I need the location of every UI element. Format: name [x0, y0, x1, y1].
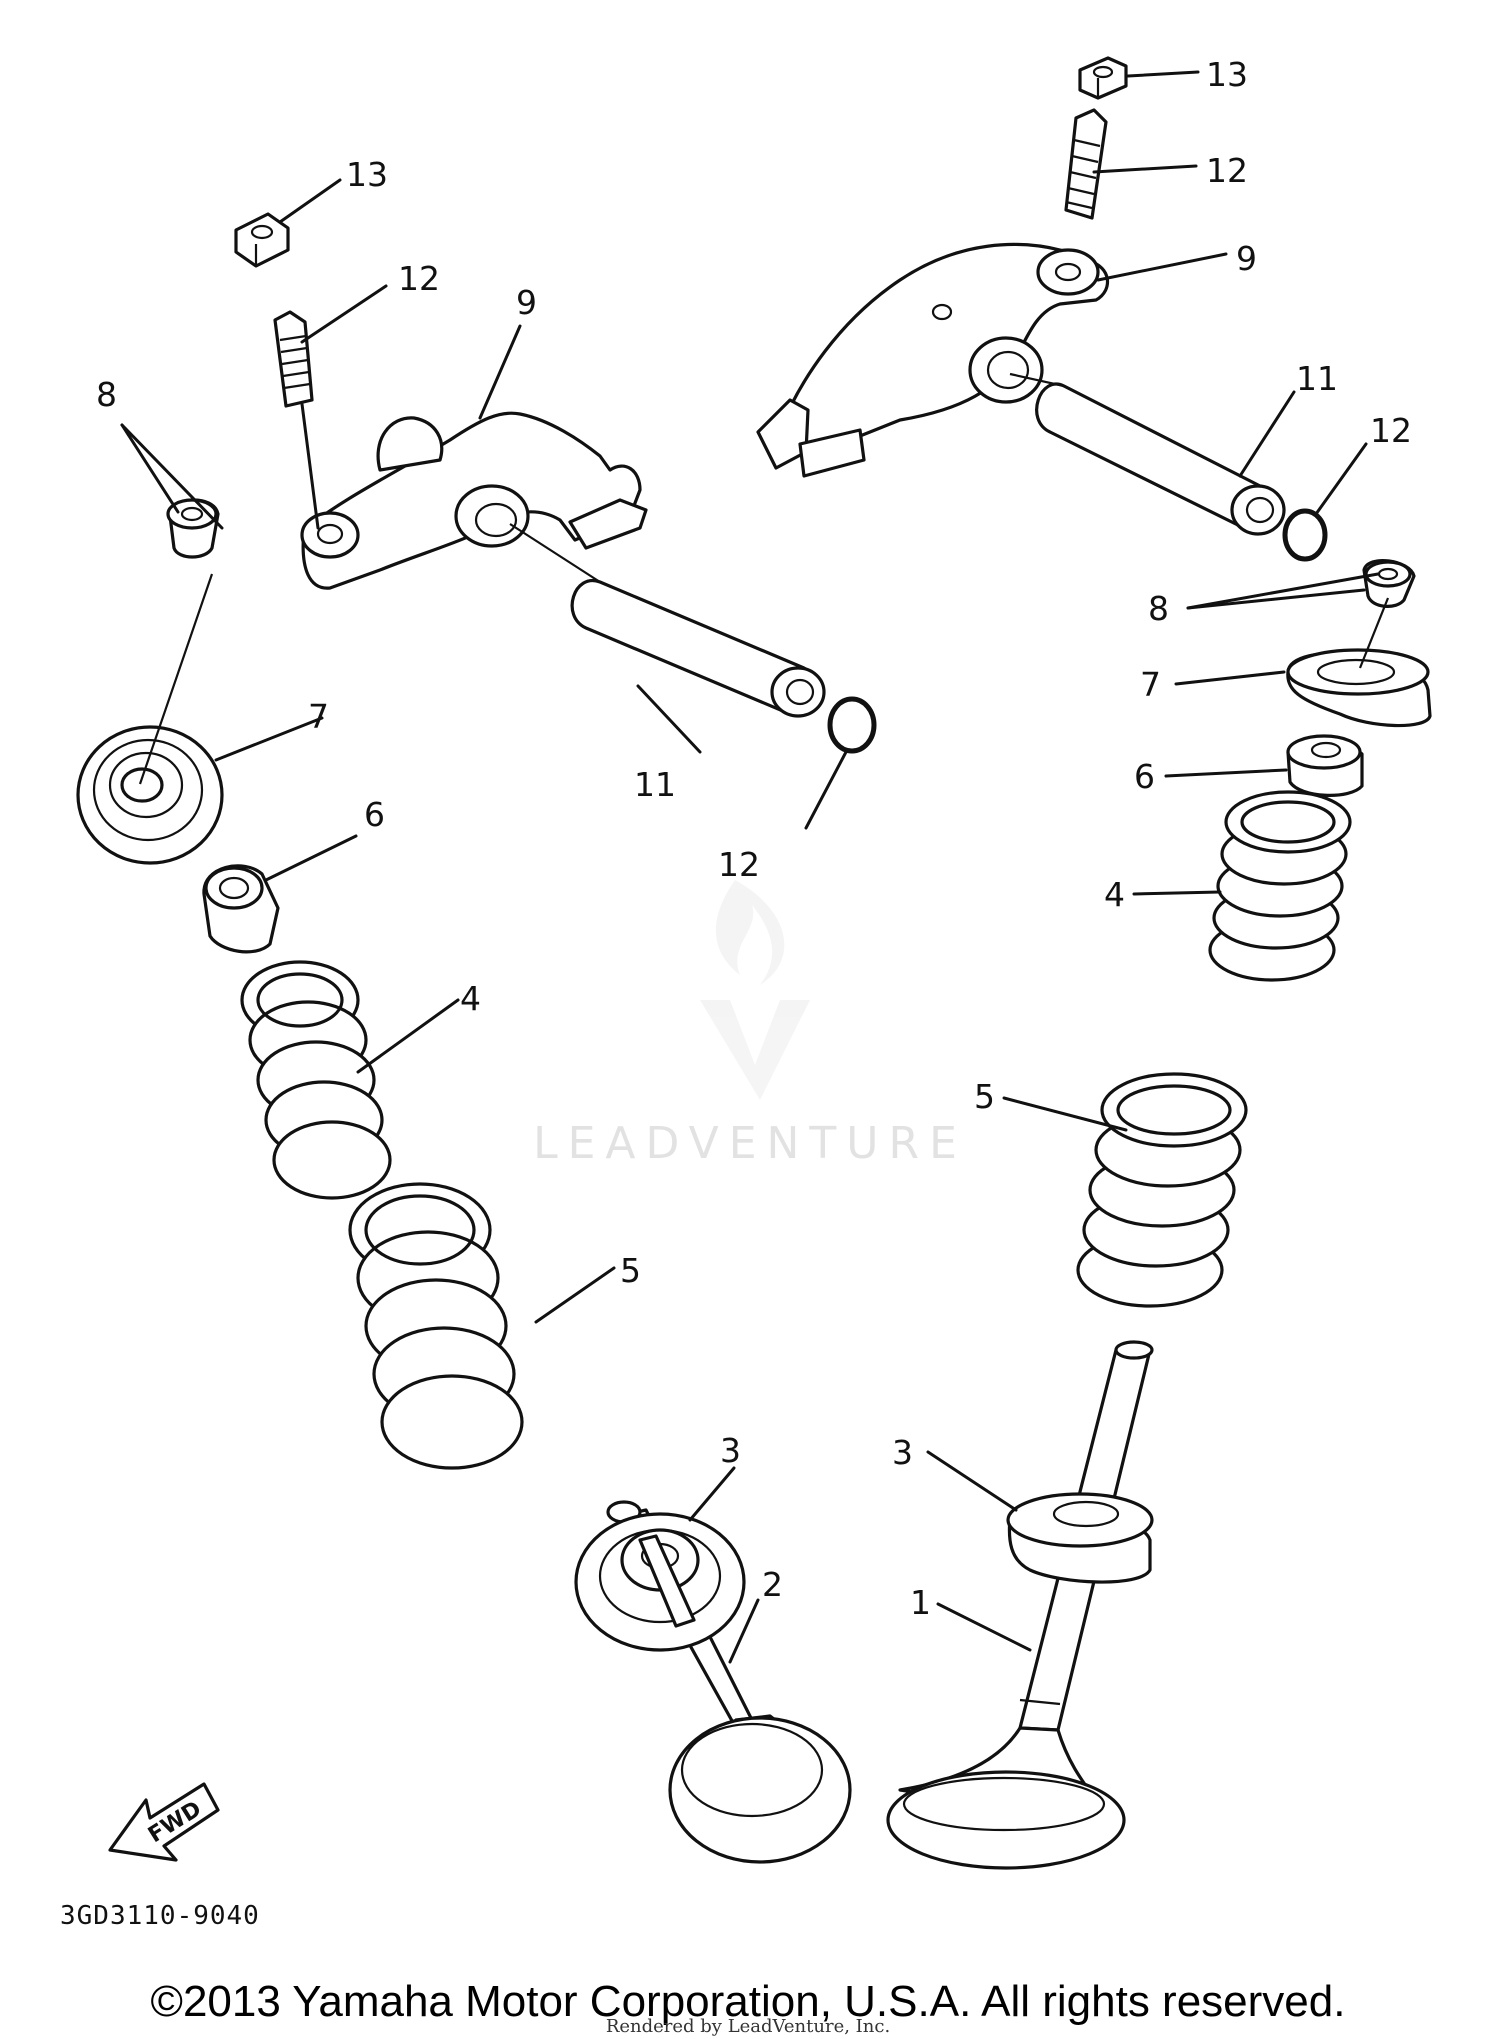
leader-lines: [120, 70, 1380, 1664]
rendered-by-note: Rendered by LeadVenture, Inc.: [606, 2016, 890, 2037]
callout-11: 12: [1370, 411, 1412, 450]
callout-8: 8: [96, 375, 117, 414]
callout-12: 12: [398, 259, 440, 298]
watermark-text: LEADVENTURE: [533, 1118, 967, 1169]
callout-4: 4: [1104, 875, 1125, 914]
callout-6: 6: [1134, 757, 1155, 796]
nut-left: [234, 212, 290, 268]
callout-11: 12: [718, 845, 760, 884]
copyright-notice: ©2013 Yamaha Motor Corporation, U.S.A. A…: [151, 1977, 1346, 2026]
outer-valve-spring-right: [1076, 1072, 1248, 1308]
spring-retainer-right: [1286, 597, 1432, 728]
inner-valve-spring-left: [240, 960, 392, 1200]
o-ring-right: [1282, 508, 1328, 562]
watermark-logo: [700, 880, 810, 1100]
callout-4: 4: [460, 979, 481, 1018]
callout-13: 13: [346, 155, 388, 194]
adjusting-screw-right: [1064, 108, 1108, 220]
drawing-code: 3GD3110-9040: [60, 1901, 260, 1931]
inner-valve-spring-right: [1208, 790, 1352, 982]
valve-stem-seal-right: [1286, 734, 1364, 797]
o-ring-left: [827, 696, 877, 754]
callout-13: 13: [1206, 55, 1248, 94]
callout-9: 9: [1236, 239, 1257, 278]
callout-1: 1: [910, 1583, 931, 1622]
callout-8: 8: [1148, 589, 1169, 628]
callout-3: 3: [720, 1431, 741, 1470]
rocker-shaft-left: [509, 523, 826, 718]
rocker-shaft-right: [1009, 372, 1286, 536]
callouts: 13 12 9 8 7 6 4 5 11 12 3 2 13 12 9 11 1…: [96, 55, 1412, 1622]
callout-5: 5: [974, 1077, 995, 1116]
spring-retainer-left: [76, 573, 224, 865]
callout-5: 5: [620, 1251, 641, 1290]
callout-10: 11: [1296, 359, 1338, 398]
spring-seat-left: [574, 1512, 746, 1652]
callout-3: 3: [892, 1433, 913, 1472]
valve-cotter-right: [1362, 559, 1416, 608]
callout-2: 2: [762, 1565, 783, 1604]
callout-12: 12: [1206, 151, 1248, 190]
rocker-arm-left: [300, 411, 648, 590]
callout-7: 7: [308, 697, 329, 736]
callout-7: 7: [1140, 665, 1161, 704]
valve-stem-seal-left: [202, 864, 280, 954]
fwd-arrow-icon: FWD: [108, 1782, 220, 1862]
outer-valve-spring-left: [348, 1182, 524, 1470]
nut-right: [1078, 56, 1128, 100]
callout-9: 9: [516, 283, 537, 322]
valve-cotter-left: [166, 498, 220, 559]
rocker-arm-right: [756, 242, 1110, 478]
adjusting-screw-left: [273, 310, 314, 408]
callout-10: 11: [634, 765, 676, 804]
spring-seat-right: [1006, 1492, 1154, 1584]
callout-6: 6: [364, 795, 385, 834]
